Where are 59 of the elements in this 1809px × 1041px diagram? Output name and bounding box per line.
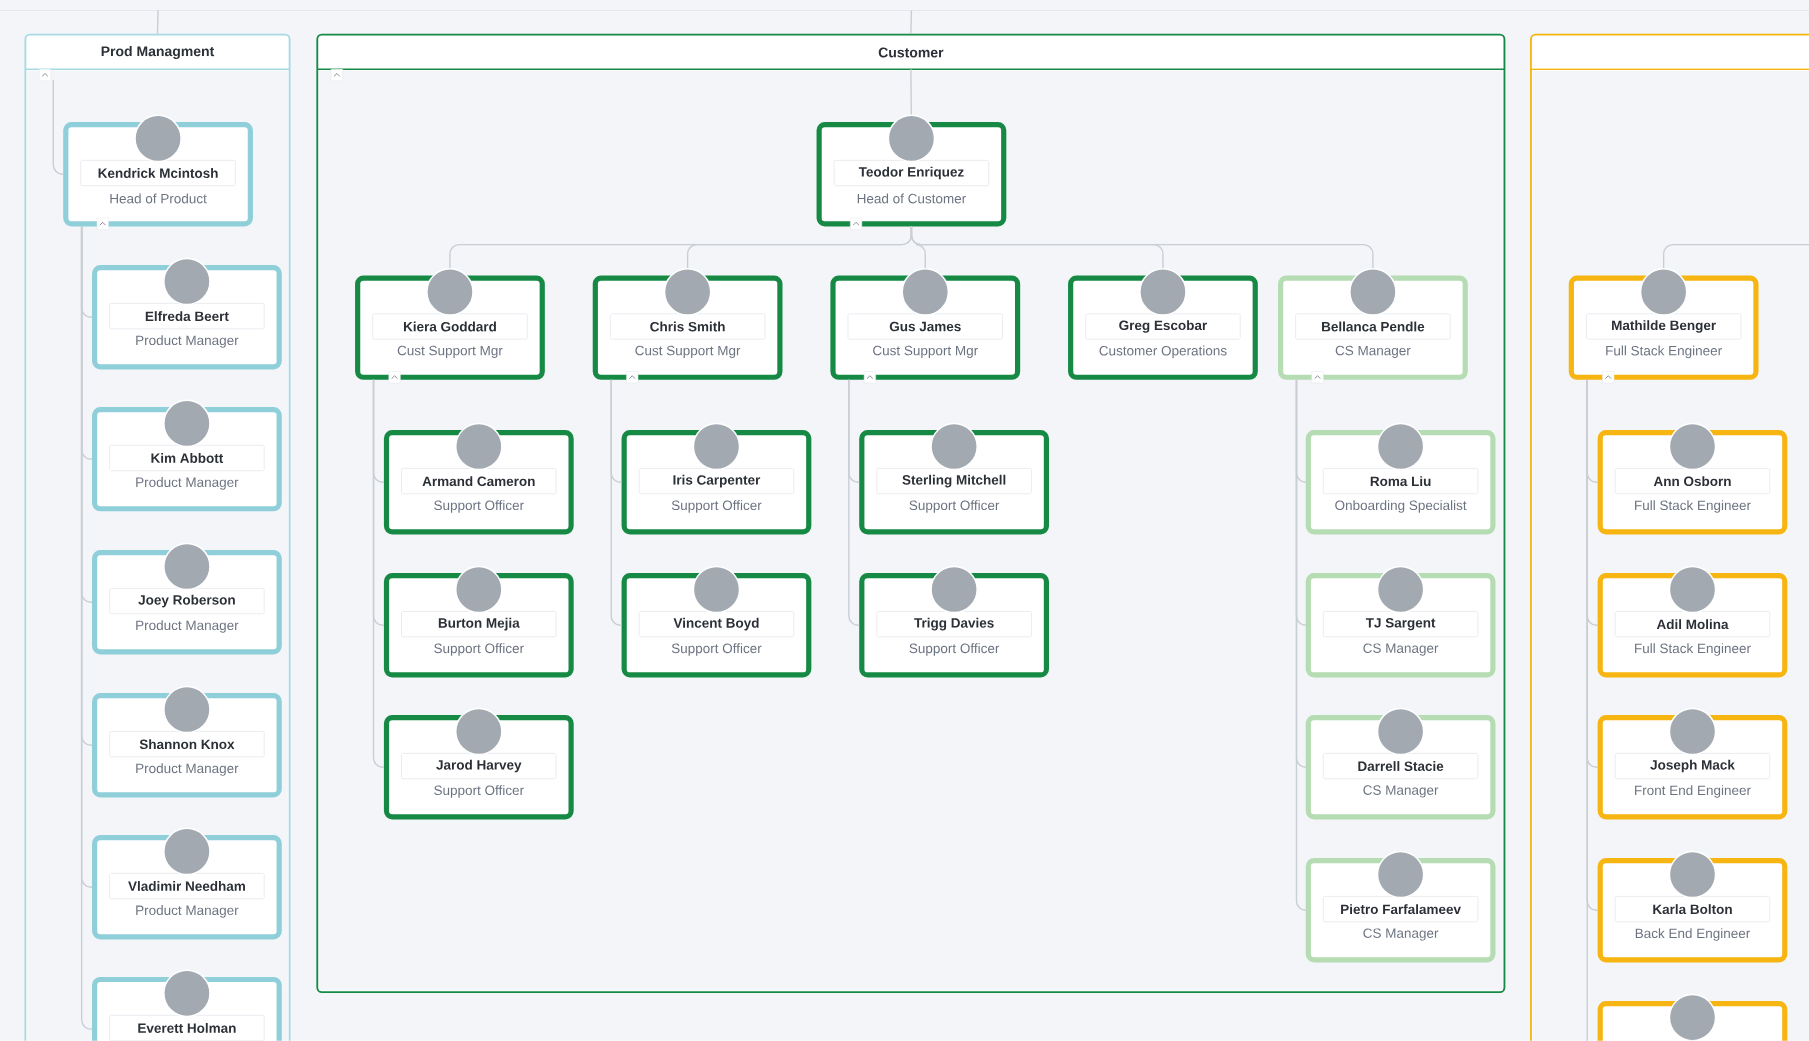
role-label: Support Officer [909, 643, 1000, 656]
name-label: Bellanca Pendle [1295, 313, 1451, 340]
name-label: Pietro Farfalameev [1322, 896, 1479, 923]
name-label: Kendrick Mcintosh [80, 160, 236, 187]
role-label: CS Manager [1335, 345, 1411, 359]
name-label: Kim Abbott [109, 445, 265, 472]
name-label: Sterling Mitchell [876, 468, 1032, 495]
name-label: Karla Bolton [1614, 896, 1771, 923]
name-label: Chris Smith [609, 313, 766, 340]
role-label: Support Officer [434, 785, 524, 798]
name-label: Trigg Davies [876, 611, 1032, 638]
name-label: Gus James [847, 313, 1003, 340]
name-label: Vladimir Needham [109, 873, 265, 900]
role-label: Support Officer [434, 643, 524, 656]
role-label: Front End Engineer [1635, 785, 1751, 798]
role-label: Customer Operations [1099, 345, 1227, 359]
role-label: Cust Support Mgr [873, 345, 978, 359]
name-label: Greg Escobar [1085, 313, 1241, 340]
role-label: Product Manager [136, 763, 239, 776]
name-label: Shannon Knox [109, 731, 265, 758]
name-label: Roma Liu [1322, 468, 1479, 495]
name-label: Joseph Mack [1614, 753, 1771, 780]
name-label: Kiera Goddard [372, 313, 528, 340]
role-label: Head of Customer [857, 193, 966, 204]
panel-title: Customer [878, 47, 944, 58]
role-label: Cust Support Mgr [397, 345, 503, 359]
name-label: Mathilde Benger [1585, 313, 1742, 340]
role-label: Product Manager [136, 620, 239, 633]
panel-title: Prod Managment [101, 46, 215, 60]
role-label: Full Stack Engineer [1606, 345, 1722, 359]
role-label: Support Officer [909, 500, 1000, 513]
role-label: Product Manager [136, 335, 239, 348]
name-label: Everett Holman [109, 1015, 265, 1041]
name-label: Elfreda Beert [109, 303, 265, 330]
role-label: Support Officer [671, 643, 762, 656]
name-label: Jarod Harvey [401, 753, 557, 780]
role-label: Head of Product [110, 193, 207, 204]
name-label: Adil Molina [1614, 611, 1771, 638]
role-label: Product Manager [136, 905, 239, 918]
role-label: CS Manager [1363, 785, 1439, 798]
role-label: CS Manager [1363, 643, 1439, 656]
role-label: Full Stack Engineer [1635, 643, 1751, 656]
name-label: Ann Osborn [1614, 468, 1771, 495]
role-label: Full Stack Engineer [1635, 500, 1751, 513]
name-label: Vincent Boyd [638, 611, 795, 638]
name-label: Iris Carpenter [638, 468, 795, 495]
role-label: Back End Engineer [1635, 928, 1750, 941]
role-label: Support Officer [434, 500, 524, 513]
name-label: Teodor Enriquez [833, 160, 990, 187]
name-label: TJ Sargent [1322, 611, 1479, 638]
name-label: Armand Cameron [401, 468, 557, 495]
role-label: Product Manager [136, 477, 239, 490]
role-label: Onboarding Specialist [1335, 500, 1467, 513]
name-label: Burton Mejia [401, 611, 557, 638]
name-label: Joey Roberson [109, 588, 265, 615]
role-label: CS Manager [1363, 928, 1439, 941]
name-label: Darrell Stacie [1322, 753, 1479, 780]
role-label: Support Officer [671, 500, 762, 513]
role-label: Cust Support Mgr [635, 345, 741, 359]
